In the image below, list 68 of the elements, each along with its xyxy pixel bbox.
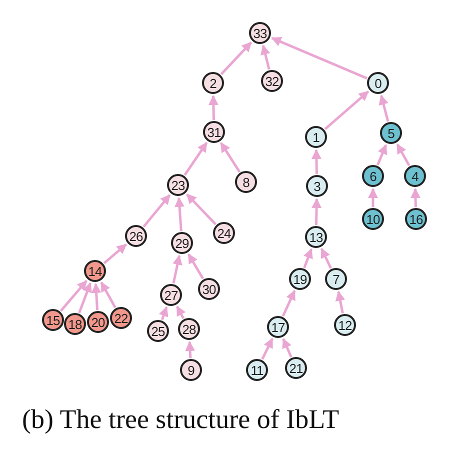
tree-node: 26 (125, 225, 147, 247)
arrow (158, 306, 168, 320)
arrow (378, 94, 390, 122)
tree-node: 1 (305, 126, 327, 148)
arrow (282, 338, 292, 358)
tree-node: 10 (362, 208, 384, 230)
arrow (376, 144, 388, 166)
tree-node: 23 (167, 174, 189, 196)
tree-node: 11 (246, 359, 268, 381)
tree-node: 30 (198, 278, 220, 300)
tree-node: 29 (171, 232, 193, 254)
tree-node: 32 (261, 70, 283, 92)
tree-node: 3 (306, 175, 328, 197)
arrow (184, 142, 208, 176)
tree-node: 4 (404, 165, 426, 187)
arrow (208, 95, 218, 120)
tree-node: 17 (267, 316, 289, 338)
arrow (311, 149, 322, 174)
arrow (60, 280, 88, 312)
tree-node: 2 (202, 72, 224, 94)
arrow (368, 188, 378, 207)
arrow (142, 194, 171, 228)
tree-node: 5 (380, 122, 402, 144)
tree-node: 19 (289, 268, 311, 290)
tree-node: 12 (334, 314, 356, 336)
tree-node: 28 (178, 318, 200, 340)
arrow (303, 248, 313, 268)
arrow (186, 194, 217, 226)
arrow (103, 243, 127, 264)
tree-node: 24 (213, 222, 235, 244)
arrow (174, 196, 184, 232)
tree-node: 25 (147, 320, 169, 342)
arrow (172, 254, 182, 284)
tree-node: 16 (405, 208, 427, 230)
arrow (176, 306, 186, 319)
arrow (271, 36, 368, 80)
arrow (188, 253, 204, 280)
tree-node: 13 (305, 226, 327, 248)
arrow (312, 198, 322, 226)
tree-node: 6 (362, 165, 384, 187)
arrow (220, 42, 252, 76)
tree-node: 31 (203, 121, 225, 143)
tree-node: 9 (180, 359, 202, 381)
tree-node: 20 (87, 311, 109, 333)
tree-node: 14 (84, 260, 106, 282)
arrow (100, 282, 116, 308)
caption: (b) The tree structure of IbLT (22, 403, 340, 436)
arrow (335, 290, 346, 314)
tree-node: 22 (110, 307, 132, 329)
arrow (220, 142, 241, 173)
arrow (282, 290, 296, 317)
arrow (260, 44, 270, 70)
arrow (78, 282, 92, 314)
tree-node: 0 (367, 72, 389, 94)
tree-node: 18 (64, 313, 86, 335)
arrow (320, 248, 332, 269)
arrow (396, 143, 410, 166)
arrow (185, 340, 196, 358)
arrow (91, 282, 102, 310)
tree-node: 21 (285, 357, 307, 379)
arrow (410, 188, 420, 208)
tree-node: 15 (42, 309, 64, 331)
arrow (261, 338, 274, 360)
tree-node: 33 (249, 22, 271, 44)
arrow (324, 90, 370, 130)
tree-node: 8 (235, 171, 257, 193)
tree-node: 27 (160, 284, 182, 306)
tree-node: 7 (325, 268, 347, 290)
